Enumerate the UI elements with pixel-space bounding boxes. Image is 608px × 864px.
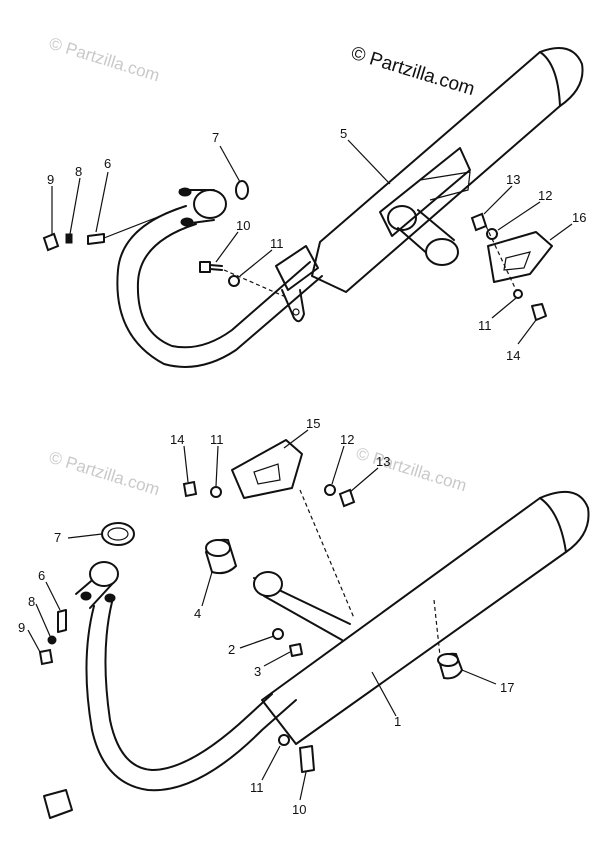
upper-bolt-14: [531, 303, 547, 321]
logo-plate: [43, 789, 73, 819]
lower-bolt-3: [289, 643, 303, 657]
lower-nut-2: [272, 628, 284, 640]
callout-label: 17: [500, 680, 514, 695]
upper-muffler-bracket: [379, 147, 471, 237]
lower-exhaust-pipe: [85, 605, 297, 792]
upper-washer: [65, 233, 73, 244]
upper-outlet-pipe: [397, 209, 455, 257]
callout-label: 9: [18, 620, 25, 635]
callout-label: 2: [228, 642, 235, 657]
upper-nut: [42, 232, 60, 252]
callout-label: 14: [170, 432, 184, 447]
lower-stud: [57, 609, 67, 633]
upper-pipe-joint: [275, 245, 319, 291]
callout-label: 8: [28, 594, 35, 609]
watermark-mid-right: © Partzilla.com: [354, 444, 469, 496]
callout-label: 10: [236, 218, 250, 233]
callout-label: 14: [506, 348, 520, 363]
upper-exhaust-assembly: [42, 47, 584, 368]
callout-label: 1: [394, 714, 401, 729]
callout-label: 12: [538, 188, 552, 203]
callout-label: 7: [54, 530, 61, 545]
upper-stud: [87, 233, 105, 245]
callout-label: 13: [376, 454, 390, 469]
callout-label: 10: [292, 802, 306, 817]
lower-muffler: [261, 490, 590, 745]
watermark-top-right: © Partzilla.com: [349, 43, 478, 101]
callout-label: 15: [306, 416, 320, 431]
lower-bracket: [231, 439, 303, 499]
upper-hanger-tab: [281, 289, 305, 323]
callout-labels-upper: 9 8 6 7 10 11 5 13 12 16 11 14: [47, 126, 586, 363]
lower-header-flange: [89, 561, 119, 587]
upper-side-bracket: [487, 231, 553, 283]
upper-outlet-end: [425, 238, 459, 266]
lower-gasket: [101, 522, 135, 546]
callout-label: 11: [210, 432, 224, 447]
upper-washer-11: [228, 275, 240, 287]
callout-label: 13: [506, 172, 520, 187]
lower-bolt-10: [299, 745, 315, 773]
callout-label: 6: [38, 568, 45, 583]
callout-label: 11: [270, 236, 284, 251]
watermark-mid-left: © Partzilla.com: [47, 448, 162, 500]
callout-label: 12: [340, 432, 354, 447]
upper-exhaust-pipe: [116, 205, 323, 368]
callout-label: 4: [194, 606, 201, 621]
lower-exhaust-assembly: [38, 439, 590, 819]
callout-label: 5: [340, 126, 347, 141]
lower-nut: [38, 648, 54, 666]
lower-nut-13: [338, 488, 356, 508]
upper-bolt: [199, 261, 223, 273]
lower-washer: [47, 635, 57, 645]
watermark-top-left: © Partzilla.com: [47, 34, 162, 86]
callout-labels-lower: 14 11 15 12 13 7 6 8 9 4 2 3 17 1 11 10: [18, 416, 514, 817]
upper-muffler-end-cap: [539, 51, 561, 107]
upper-nut-13: [470, 212, 488, 232]
lower-washer-11: [210, 486, 222, 498]
callout-label: 6: [104, 156, 111, 171]
lower-bolt-14: [182, 480, 198, 498]
callout-label: 9: [47, 172, 54, 187]
upper-gasket: [235, 180, 249, 200]
callout-label: 8: [75, 164, 82, 179]
callout-label: 7: [212, 130, 219, 145]
callout-label: 11: [478, 318, 492, 333]
callout-label: 11: [250, 780, 264, 795]
callout-label: 16: [572, 210, 586, 225]
lower-washer-12: [324, 484, 336, 496]
callout-label: 3: [254, 664, 261, 679]
upper-header-flange: [193, 189, 227, 219]
upper-washer-12: [486, 228, 498, 240]
